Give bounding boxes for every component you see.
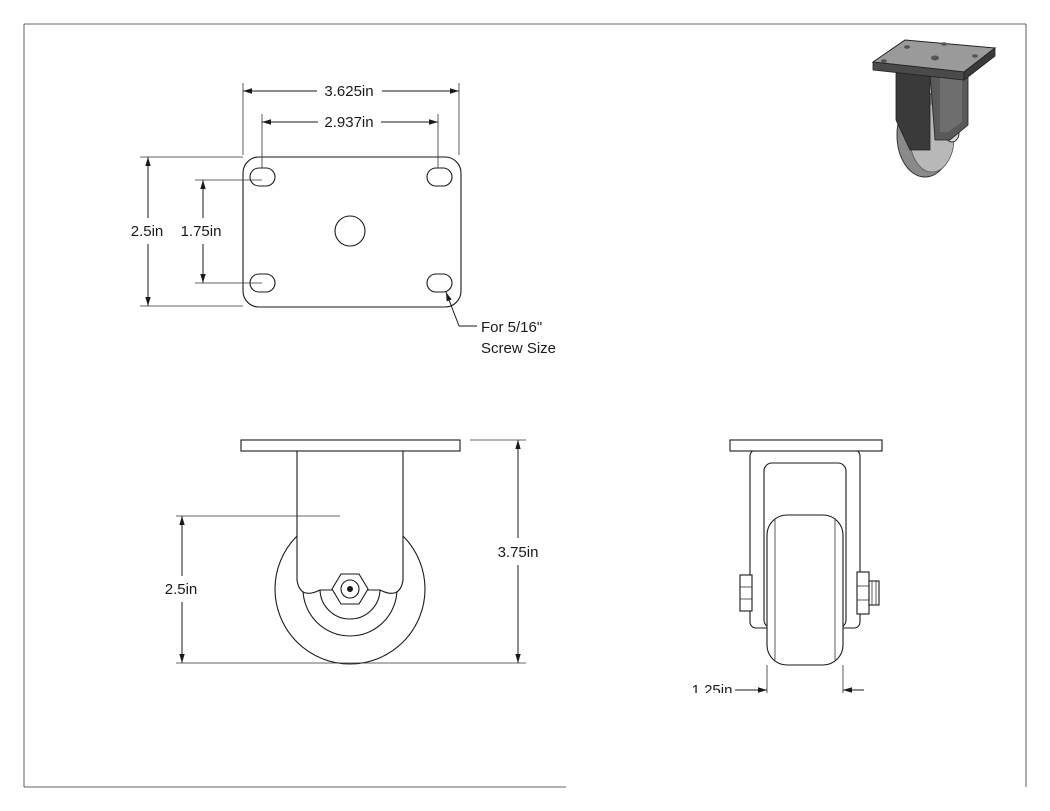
dimension-overall-height: 3.75in (350, 439, 539, 664)
dim-label-width-holes: 2.937in (324, 114, 373, 131)
dim-label-overall-height: 3.75in (498, 544, 539, 561)
bolt-hole-top-right (426, 167, 453, 187)
axle-thread (868, 580, 880, 606)
dimension-width-overall: 3.625in (242, 83, 460, 155)
screw-size-note: For 5/16" Screw Size (445, 291, 556, 357)
dimension-height-overall: 2.5in (131, 156, 243, 307)
dimension-axle-height: 2.5in (165, 515, 350, 664)
dim-label-height-overall: 2.5in (131, 223, 164, 240)
axle-center (347, 586, 353, 592)
side-top-plate (729, 439, 883, 452)
dim-label-axle-height: 2.5in (165, 581, 198, 598)
side-view: 1.25in (692, 439, 883, 699)
bolt-hole-bottom-right (426, 273, 453, 293)
dim-label-height-holes: 1.75in (181, 223, 222, 240)
front-view: 2.5in 3.75in (165, 439, 539, 665)
dimension-width-holes: 2.937in (261, 114, 439, 168)
sheet-border (23, 23, 1027, 788)
fork-leg (296, 450, 404, 594)
dimension-height-holes: 1.75in (181, 179, 262, 284)
bolt-head-left (739, 574, 753, 612)
wheel-side (766, 514, 844, 666)
top-view: 3.625in 2.937in 2.5in 1.75in (131, 83, 556, 357)
crop-mask (560, 693, 1025, 786)
bolt-hole-top-left (249, 167, 276, 187)
note-line-1: For 5/16" (481, 319, 542, 336)
caster-isometric-render-icon (871, 39, 997, 178)
note-line-2: Screw Size (481, 340, 556, 357)
kingpin-hole (334, 215, 366, 247)
front-top-plate (240, 439, 461, 452)
axle-nut-right (856, 571, 870, 615)
dim-label-width-overall: 3.625in (324, 83, 373, 100)
